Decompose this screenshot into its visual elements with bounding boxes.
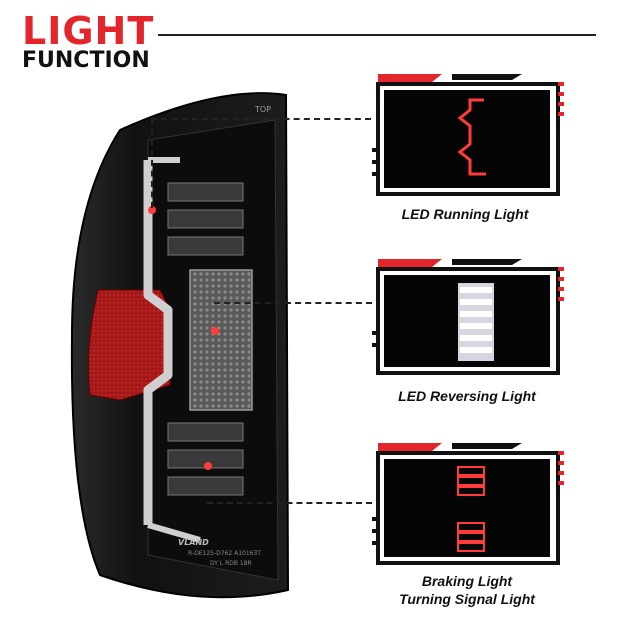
red-reflector bbox=[88, 289, 171, 401]
running-light-panel bbox=[372, 74, 564, 196]
braking-caption-line2: Turning Signal Light bbox=[399, 591, 535, 607]
page-title: LIGHT FUNCTION bbox=[22, 12, 154, 72]
lamp-brand: VLAND bbox=[178, 538, 209, 547]
running-light-glow bbox=[457, 98, 486, 176]
braking-light-panel bbox=[372, 443, 564, 565]
braking-light-caption: Braking Light Turning Signal Light bbox=[347, 572, 587, 608]
reversing-light-dot bbox=[211, 327, 219, 335]
lamp-part-line2: DY L RDB 18R bbox=[210, 560, 252, 567]
light-guide bbox=[143, 160, 173, 525]
running-light-caption: LED Running Light bbox=[401, 206, 529, 222]
reversing-light-panel bbox=[372, 259, 564, 375]
running-light-dot bbox=[148, 206, 156, 214]
reverse-lens bbox=[189, 269, 253, 411]
lower-led-slots bbox=[167, 422, 244, 496]
braking-caption-line1: Braking Light bbox=[421, 573, 513, 589]
upper-led-slots bbox=[167, 182, 244, 256]
title-line-light: LIGHT bbox=[22, 9, 155, 53]
lamp-part-line1: R-DE125-D762 A10163T bbox=[188, 550, 261, 557]
tail-lamp-image: TOP VLAND R-DE125-D762 A10163T DY L RDB … bbox=[70, 92, 290, 599]
reversing-light-caption: LED Reversing Light bbox=[398, 388, 536, 404]
leader-running bbox=[151, 118, 371, 120]
braking-light-glow bbox=[457, 466, 485, 552]
title-divider bbox=[158, 34, 596, 36]
lamp-top-label: TOP bbox=[254, 105, 271, 114]
brake-light-dot bbox=[204, 462, 212, 470]
title-line-function: FUNCTION bbox=[22, 48, 150, 73]
leader-running-vertical bbox=[151, 118, 153, 208]
leader-braking bbox=[207, 502, 372, 504]
reversing-light-glow bbox=[458, 283, 494, 361]
leader-reversing bbox=[214, 302, 372, 304]
